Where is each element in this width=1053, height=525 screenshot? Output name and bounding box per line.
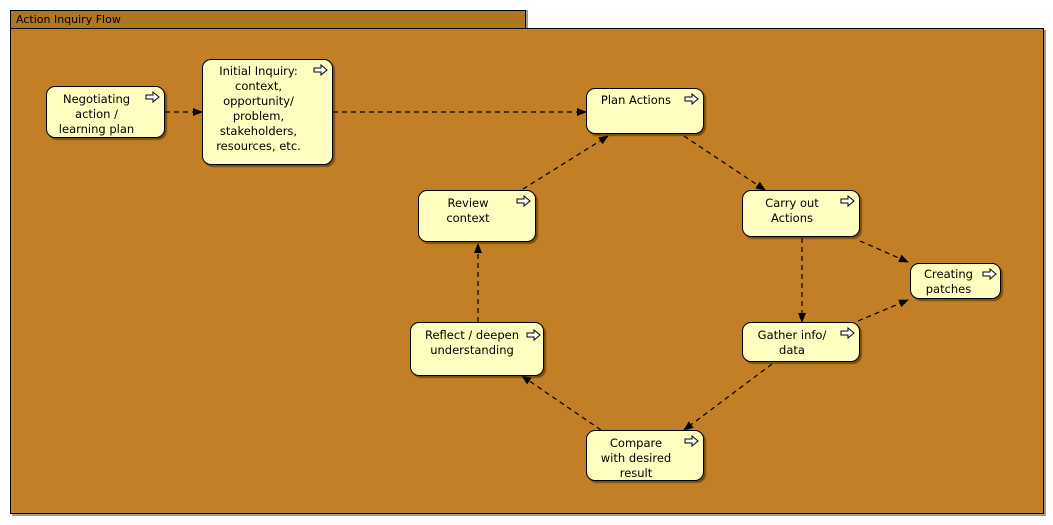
arrow-right-icon[interactable] bbox=[840, 327, 855, 339]
node-initial-inquiry[interactable]: Initial Inquiry: context, opportunity/ p… bbox=[202, 59, 333, 165]
arrow-right-icon[interactable] bbox=[516, 195, 531, 207]
node-label: Negotiating action / learning plan bbox=[58, 92, 135, 136]
arrow-right-icon[interactable] bbox=[840, 195, 855, 207]
diagram-frame bbox=[10, 28, 1044, 514]
node-label: Plan Actions bbox=[600, 93, 672, 107]
node-gather-info[interactable]: Gather info/ data bbox=[742, 322, 860, 362]
node-label: Creating patches bbox=[924, 267, 973, 296]
node-label: Reflect / deepen understanding bbox=[425, 328, 519, 357]
arrow-right-icon[interactable] bbox=[526, 329, 541, 341]
diagram-title-tab: Action Inquiry Flow bbox=[10, 10, 526, 29]
node-label: Initial Inquiry: context, opportunity/ p… bbox=[216, 64, 301, 153]
diagram-title: Action Inquiry Flow bbox=[16, 13, 121, 26]
node-label: Compare with desired result bbox=[600, 436, 672, 480]
arrow-right-icon[interactable] bbox=[684, 435, 699, 447]
node-reflect[interactable]: Reflect / deepen understanding bbox=[410, 322, 544, 376]
node-creating-patches[interactable]: Creating patches bbox=[910, 263, 1001, 299]
node-compare[interactable]: Compare with desired result bbox=[586, 430, 704, 481]
arrow-right-icon[interactable] bbox=[982, 268, 997, 280]
arrow-right-icon[interactable] bbox=[145, 91, 160, 103]
node-plan-actions[interactable]: Plan Actions bbox=[586, 88, 704, 134]
node-negotiating[interactable]: Negotiating action / learning plan bbox=[46, 86, 165, 138]
node-label: Gather info/ data bbox=[757, 328, 827, 357]
node-label: Review context bbox=[446, 196, 490, 225]
arrow-right-icon[interactable] bbox=[313, 64, 328, 76]
node-review-context[interactable]: Review context bbox=[418, 190, 536, 242]
node-carry-out-actions[interactable]: Carry out Actions bbox=[742, 190, 860, 237]
arrow-right-icon[interactable] bbox=[684, 93, 699, 105]
node-label: Carry out Actions bbox=[765, 196, 819, 225]
